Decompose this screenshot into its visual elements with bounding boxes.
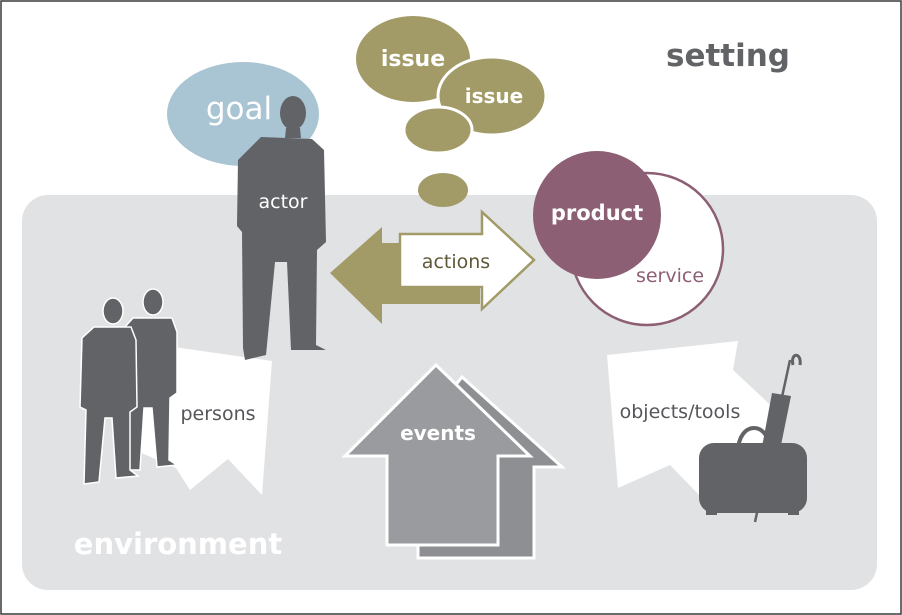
actor-label: actor — [259, 191, 308, 213]
actions-arrow-right — [398, 209, 536, 312]
thought-bubble-small — [402, 105, 474, 155]
environment-label: environment — [74, 527, 283, 561]
objects-tools-label: objects/tools — [620, 401, 741, 423]
events-arrow-front — [341, 362, 534, 547]
thought-bubble-dot — [418, 173, 468, 207]
setting-label: setting — [666, 38, 790, 74]
product-circle — [533, 151, 661, 279]
product-label: product — [551, 201, 643, 225]
person-figure-front — [79, 297, 141, 485]
service-label: service — [636, 265, 704, 287]
persons-figures — [79, 288, 180, 485]
actor-figure — [237, 96, 326, 360]
issue-label-2: issue — [465, 84, 523, 108]
actions-label: actions — [422, 251, 490, 273]
events-label: events — [400, 421, 476, 445]
goal-label: goal — [206, 91, 272, 127]
bag-icon — [699, 426, 807, 515]
issue-label-1: issue — [381, 47, 445, 72]
persons-label: persons — [180, 403, 255, 425]
